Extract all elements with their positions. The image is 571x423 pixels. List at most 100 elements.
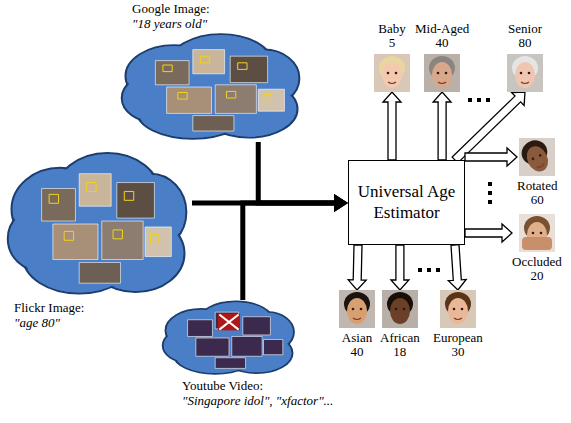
eye [437,72,440,75]
photo-ground [507,54,543,92]
photo [167,87,212,113]
category-label: Senior [508,22,542,36]
photo [258,89,284,111]
dot [488,200,492,204]
source-cloud: Google Image:"18 years old" [118,32,305,142]
face-box [226,91,235,98]
mouth [388,82,396,84]
face [387,292,413,324]
output-arrow [391,245,409,290]
cloud-shape [118,32,305,142]
photo [79,262,120,283]
cloud-shape [4,150,192,298]
photo [230,56,267,82]
age-value: 40 [351,345,364,359]
input-arrow [243,203,335,300]
face-box [238,63,247,70]
photo [145,227,171,257]
category-label: European [433,331,483,345]
eye [360,308,363,311]
skin [515,62,535,88]
dot [488,182,492,186]
source-cloud: Youtube Video:"Singapore idol", "xfactor… [160,300,298,376]
arrow-head [334,194,348,212]
photo [215,358,245,369]
category-label: Asian [342,331,372,345]
face-sample: Rotated60 [517,138,557,207]
connector [348,245,366,290]
input-arrow [258,142,335,203]
age-value: 60 [531,193,544,207]
connector [465,224,512,242]
skin [390,298,410,324]
eye [540,232,543,235]
skin [382,62,402,88]
face-box [49,194,58,203]
dot [486,98,490,102]
face-photo [424,54,460,92]
eye [528,72,531,75]
photo [243,317,271,335]
photo [53,224,98,260]
output-arrow [452,92,525,163]
face [344,292,370,324]
age-value: 5 [389,36,396,50]
photo-ground [519,214,555,252]
face-photo [519,214,555,252]
connector [465,148,517,166]
logo-mark [219,314,238,329]
eye [532,232,535,235]
face [379,56,405,88]
search-query: "18 years old" [132,16,207,32]
output-arrow [465,224,512,242]
search-query: "Singapore idol", "xfactor"... [182,393,333,409]
eye [352,308,355,311]
age-value: 20 [530,269,543,283]
face-box [124,191,133,200]
skin [448,298,468,324]
photo [42,188,76,221]
photo [117,183,155,219]
age-value: 30 [451,345,464,359]
estimator-title: Universal Age Estimator [355,182,458,223]
dot [418,268,422,272]
eye [445,72,448,75]
photo [188,320,213,337]
eye [395,308,398,311]
face-sample: Occluded20 [512,214,562,283]
connector [448,245,466,290]
face [512,56,538,88]
dot [436,268,440,272]
arrow-head [334,194,348,212]
dot [488,191,492,195]
face-box [264,95,271,102]
skin [432,62,452,88]
output-arrow [348,245,366,290]
eye [387,72,390,75]
hand [522,237,552,250]
skin [347,298,367,324]
search-query: "age 80" [14,315,60,331]
photo [196,338,229,356]
output-arrow [383,92,401,160]
face [519,138,555,176]
face-sample: African18 [380,290,420,359]
skin [523,143,552,175]
source-name: Youtube Video: [182,378,263,394]
face-box [151,234,159,243]
mouth [454,318,462,320]
face-box [178,93,187,100]
face-box [87,183,96,192]
source-name: Flickr Image: [14,300,84,316]
eye [539,154,542,157]
face [429,56,455,88]
face-photo [519,138,555,176]
estimator-box: Universal Age Estimator [348,160,465,245]
category-label: Occluded [512,255,562,269]
photo [155,61,189,85]
category-label: Rotated [517,179,557,193]
age-value: 80 [519,36,532,50]
photo [218,314,240,331]
eye [520,72,523,75]
